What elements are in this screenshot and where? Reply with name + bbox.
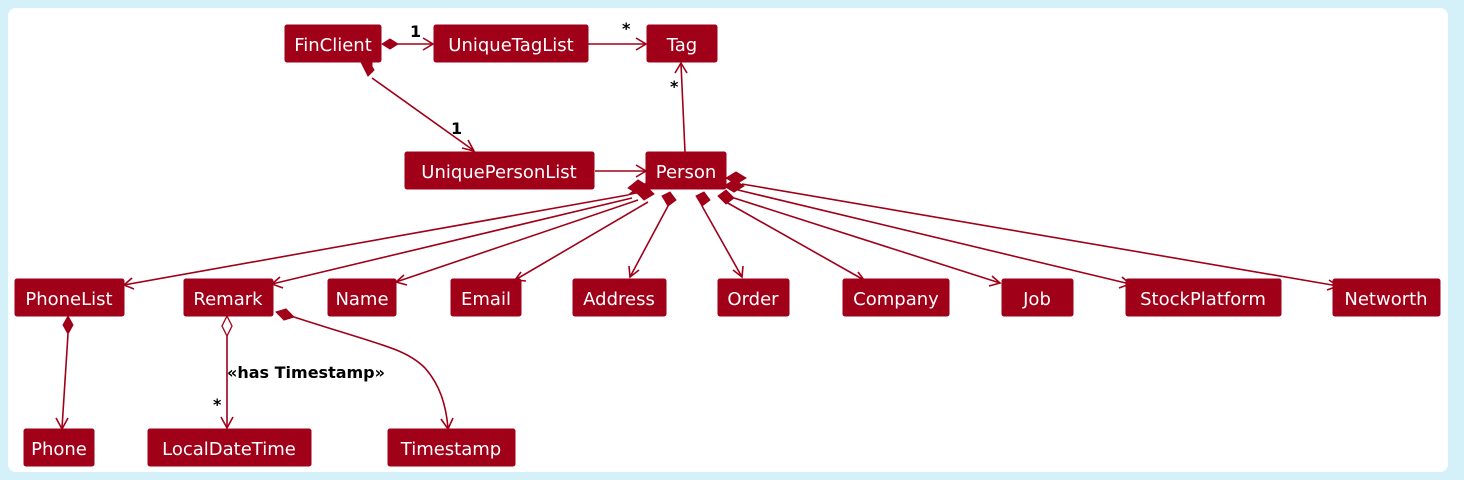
edge-person-phonelist — [122, 182, 647, 290]
class-label: Name — [335, 289, 388, 310]
edges — [55, 37, 1340, 431]
edge-person-job — [733, 197, 1002, 287]
edge-person-address — [628, 205, 669, 279]
edge-person-email — [513, 201, 649, 282]
class-label: Phone — [31, 439, 87, 460]
class-email[interactable]: Email — [450, 278, 522, 317]
class-label: Person — [656, 162, 717, 183]
diagram-canvas — [8, 8, 1448, 472]
mult-finclient-uniquepersonlist: 1 — [451, 119, 462, 138]
class-remark[interactable]: Remark — [183, 278, 274, 317]
edge-phonelist-phone — [55, 314, 74, 431]
mult-person-tag: * — [670, 77, 679, 96]
mult-remark-localdatetime: * — [213, 395, 222, 414]
class-job[interactable]: Job — [1001, 278, 1074, 317]
edge-person-stockplatform — [737, 189, 1132, 289]
edge-person-company — [725, 201, 866, 282]
class-stockplatform[interactable]: StockPlatform — [1125, 278, 1282, 317]
class-label: Email — [461, 289, 511, 310]
class-phone[interactable]: Phone — [23, 428, 95, 467]
class-address[interactable]: Address — [572, 278, 667, 317]
class-label: Networth — [1344, 289, 1427, 310]
class-label: Job — [1022, 289, 1051, 310]
class-tag[interactable]: Tag — [646, 24, 718, 63]
class-networth[interactable]: Networth — [1332, 278, 1441, 317]
class-label: Order — [727, 289, 779, 310]
class-finclient[interactable]: FinClient — [284, 24, 382, 63]
edge-person-tag — [674, 61, 688, 153]
class-label: Company — [853, 289, 939, 310]
class-label: Remark — [193, 289, 263, 310]
class-localdatetime[interactable]: LocalDateTime — [147, 428, 312, 467]
edge-finclient-uniquetaglist — [381, 37, 435, 51]
edge-uniquepersonlist-person — [595, 164, 648, 178]
multiplicity-labels: 1 * * 1 * «has Timestamp» — [213, 19, 679, 414]
class-label: FinClient — [294, 35, 372, 56]
edge-person-networth — [741, 183, 1340, 291]
class-label: PhoneList — [25, 289, 112, 310]
class-company[interactable]: Company — [842, 278, 950, 317]
class-timestamp[interactable]: Timestamp — [387, 428, 516, 467]
class-label: UniqueTagList — [448, 35, 573, 56]
edge-person-order — [701, 205, 744, 279]
class-person[interactable]: Person — [645, 151, 727, 190]
class-label: StockPlatform — [1140, 289, 1266, 310]
class-order[interactable]: Order — [717, 278, 790, 317]
mult-finclient-uniquetaglist: 1 — [410, 22, 421, 41]
mult-uniquetaglist-tag: * — [622, 19, 631, 38]
class-uniquepersonlist[interactable]: UniquePersonList — [404, 151, 595, 190]
class-nodes: FinClient UniqueTagList Tag UniquePerson… — [14, 24, 1441, 467]
class-label: UniquePersonList — [421, 162, 576, 183]
class-label: Timestamp — [400, 439, 501, 460]
class-name[interactable]: Name — [327, 278, 397, 317]
edge-person-name — [394, 199, 639, 286]
stereotype-has-timestamp: «has Timestamp» — [227, 363, 385, 382]
class-uniquetaglist[interactable]: UniqueTagList — [433, 24, 589, 63]
edge-uniquetaglist-tag — [588, 37, 648, 51]
edge-remark-localdatetime — [220, 314, 234, 430]
class-phonelist[interactable]: PhoneList — [14, 278, 125, 317]
class-label: Tag — [666, 35, 697, 56]
class-label: Address — [583, 289, 655, 310]
class-label: LocalDateTime — [162, 439, 296, 460]
